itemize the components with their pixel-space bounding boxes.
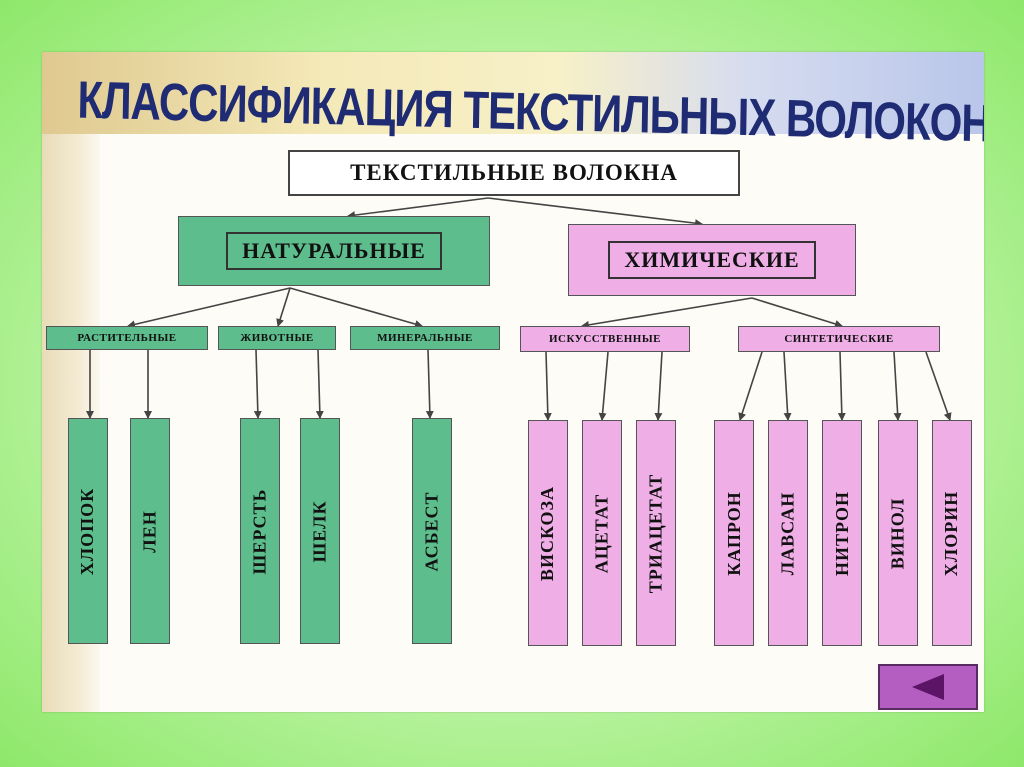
group-mineral: МИНЕРАЛЬНЫЕ (350, 326, 500, 350)
leaf-acetate: АЦЕТАТ (582, 420, 622, 646)
connector-arrow (738, 351, 763, 421)
connector-arrow (837, 351, 846, 421)
connector-arrow (276, 287, 291, 327)
back-button[interactable] (878, 664, 978, 710)
connector-arrow (654, 351, 663, 421)
connector-lines (86, 197, 952, 421)
connector-arrow (347, 197, 489, 220)
connector-arrow (425, 349, 434, 419)
group-synthetic: СИНТЕТИЧЕСКИЕ (738, 326, 940, 352)
chemical-label: ХИМИЧЕСКИЕ (608, 241, 816, 279)
connector-arrow (751, 297, 843, 328)
connector-arrow (925, 351, 952, 421)
connector-arrow (581, 297, 753, 329)
chemical-node: ХИМИЧЕСКИЕ (568, 224, 856, 296)
leaf-kapron: КАПРОН (714, 420, 754, 646)
leaf-wool: ШЕРСТЬ (240, 418, 280, 644)
leaf-chlorin: ХЛОРИН (932, 420, 972, 646)
connector-arrow (289, 287, 423, 328)
triangle-left-icon (912, 674, 944, 700)
natural-node: НАТУРАЛЬНЫЕ (178, 216, 490, 286)
leaf-vinol: ВИНОЛ (878, 420, 918, 646)
leaf-cotton: ХЛОПОК (68, 418, 108, 644)
connector-arrow (315, 349, 324, 419)
leaf-nitron: НИТРОН (822, 420, 862, 646)
leaf-asbestos: АСБЕСТ (412, 418, 452, 644)
leaf-linen: ЛЕН (130, 418, 170, 644)
title-band: КЛАССИФИКАЦИЯ ТЕКСТИЛЬНЫХ ВОЛОКОН (42, 52, 984, 153)
leaf-triacetate: ТРИАЦЕТАТ (636, 420, 676, 646)
group-artificial: ИСКУССТВЕННЫЕ (520, 326, 690, 352)
leaf-silk: ШЕЛК (300, 418, 340, 644)
leaf-viscose: ВИСКОЗА (528, 420, 568, 646)
connector-arrow (598, 351, 609, 421)
connector-arrow (487, 197, 703, 228)
connector-arrow (253, 349, 262, 419)
connector-arrow (783, 351, 792, 421)
slide: КЛАССИФИКАЦИЯ ТЕКСТИЛЬНЫХ ВОЛОКОН ТЕКСТИ… (42, 52, 984, 712)
connector-arrow (893, 351, 902, 421)
root-node: ТЕКСТИЛЬНЫЕ ВОЛОКНА (288, 150, 740, 196)
group-vegetable: РАСТИТЕЛЬНЫЕ (46, 326, 208, 350)
leaf-lavsan: ЛАВСАН (768, 420, 808, 646)
group-animal: ЖИВОТНЫЕ (218, 326, 336, 350)
connector-arrow (543, 351, 552, 421)
natural-label: НАТУРАЛЬНЫЕ (226, 232, 442, 270)
connector-arrow (127, 287, 291, 329)
